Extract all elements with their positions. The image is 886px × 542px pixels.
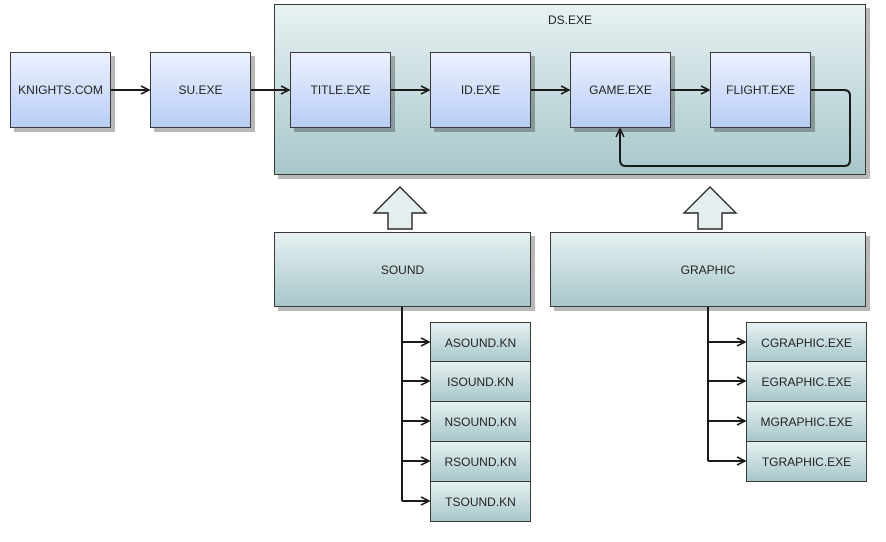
sound-up-block-arrow xyxy=(372,186,428,230)
sound-box[interactable]: SOUND xyxy=(274,232,531,307)
sound-file-rsound[interactable]: RSOUND.KN xyxy=(430,441,531,482)
graphic-up-block-arrow xyxy=(682,186,738,230)
ds-exe-label: DS.EXE xyxy=(547,13,592,27)
arrow-flight-loop-to-game xyxy=(620,89,851,167)
su-exe-box[interactable]: SU.EXE xyxy=(150,52,251,128)
id-exe-box[interactable]: ID.EXE xyxy=(430,52,531,128)
sound-file-tsound[interactable]: TSOUND.KN xyxy=(430,481,531,522)
graphic-file-egraphic[interactable]: EGRAPHIC.EXE xyxy=(746,361,867,402)
sound-file-nsound[interactable]: NSOUND.KN xyxy=(430,401,531,442)
sound-file-isound[interactable]: ISOUND.KN xyxy=(430,361,531,402)
graphic-box[interactable]: GRAPHIC xyxy=(550,232,866,307)
knights-com-box[interactable]: KNIGHTS.COM xyxy=(10,52,111,128)
graphic-file-cgraphic[interactable]: CGRAPHIC.EXE xyxy=(746,322,867,363)
graphic-file-mgraphic[interactable]: MGRAPHIC.EXE xyxy=(746,401,867,442)
graphic-file-tgraphic[interactable]: TGRAPHIC.EXE xyxy=(746,441,867,482)
title-exe-box[interactable]: TITLE.EXE xyxy=(290,52,391,128)
game-exe-box[interactable]: GAME.EXE xyxy=(570,52,671,128)
flight-exe-box[interactable]: FLIGHT.EXE xyxy=(710,52,811,128)
sound-file-asound[interactable]: ASOUND.KN xyxy=(430,322,531,363)
